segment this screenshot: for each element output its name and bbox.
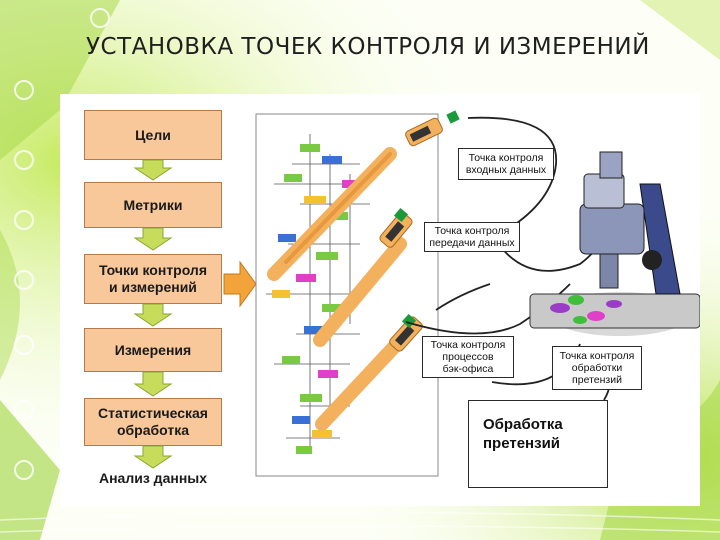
diagram-figure: Цели Метрики Точки контроля и измерений … bbox=[60, 94, 700, 506]
process-flow-nodes bbox=[272, 144, 360, 454]
claims-processing-box: Обработка претензий bbox=[468, 400, 608, 488]
slide-title: УСТАНОВКА ТОЧЕК КОНТРОЛЯ И ИЗМЕРЕНИЙ bbox=[86, 34, 650, 60]
step-control-points: Точки контроля и измерений bbox=[84, 254, 222, 304]
sample-blobs bbox=[550, 295, 622, 324]
flow-arrows bbox=[133, 159, 173, 469]
probe-back-office bbox=[315, 313, 423, 431]
callout-back-office: Точка контроля процессов бэк-офиса bbox=[422, 336, 514, 378]
highlight-arrow bbox=[223, 260, 257, 308]
callout-input-data: Точка контроля входных данных bbox=[458, 148, 554, 180]
step-measurements: Измерения bbox=[84, 328, 222, 372]
step-statistical-processing: Статистическая обработка bbox=[84, 398, 222, 446]
callout-data-transfer: Точка контроля передачи данных bbox=[424, 222, 520, 252]
diagram-graphics bbox=[133, 110, 700, 477]
step-data-analysis: Анализ данных bbox=[98, 470, 208, 486]
probe-input-data bbox=[267, 110, 460, 281]
probe-data-transfer bbox=[313, 207, 413, 347]
step-goals: Цели bbox=[84, 110, 222, 160]
claims-processing-label: Обработка претензий bbox=[483, 416, 563, 452]
microscope-illustration bbox=[529, 151, 700, 336]
step-metrics: Метрики bbox=[84, 182, 222, 228]
callout-claims-processing: Точка контроля обработки претензий bbox=[552, 346, 642, 390]
